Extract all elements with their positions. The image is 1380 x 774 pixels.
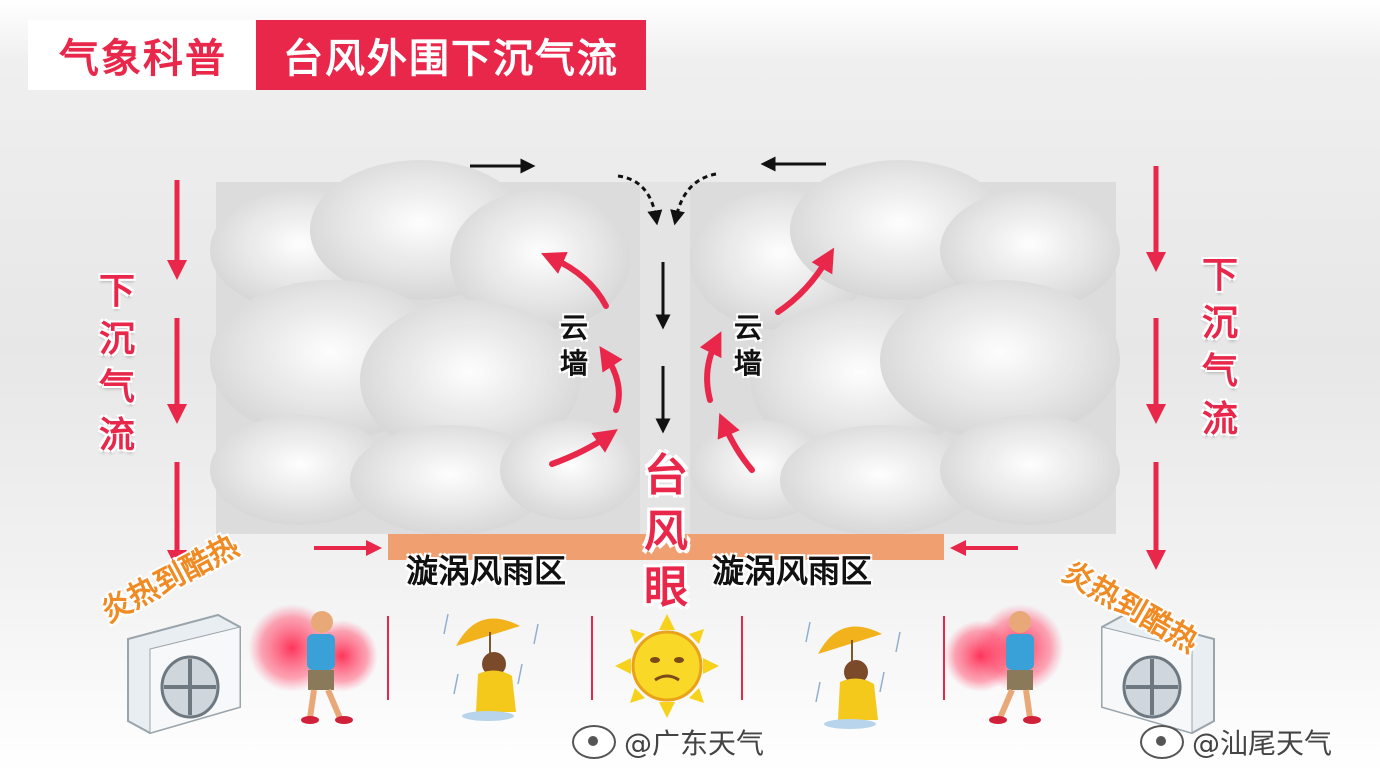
air-conditioner-right xyxy=(1101,613,1215,735)
section-dividers xyxy=(387,616,945,700)
rain-child-right xyxy=(805,621,901,729)
downdraft-label-right: 下 沉 气 流 xyxy=(1201,255,1238,440)
watermark-left: @广东天气 xyxy=(572,722,764,762)
cloud-wall-updraft-arrows xyxy=(541,247,835,473)
cloud-wall-label-left: 云 墙 xyxy=(559,311,588,380)
rain-child-left xyxy=(443,613,539,721)
sun-icon xyxy=(615,614,719,718)
page-title: 台风外围下沉气流 xyxy=(256,20,646,90)
hot-person-right xyxy=(944,604,1064,724)
downdraft-label-left: 下 沉 气 流 xyxy=(98,271,135,456)
cloud-wall-label-right: 云 墙 xyxy=(733,311,762,380)
hot-person-left xyxy=(248,604,378,724)
title-prefix: 气象科普 xyxy=(28,20,258,90)
weibo-icon xyxy=(572,725,616,759)
vortex-band xyxy=(388,534,944,560)
downdraft-arrows xyxy=(167,166,1166,570)
watermark-right: @汕尾天气 xyxy=(1140,722,1332,762)
vortex-label-left: 漩涡风雨区 xyxy=(406,552,567,590)
weibo-icon xyxy=(1140,725,1184,759)
typhoon-eye-label: 台 风 眼 xyxy=(644,450,688,613)
top-inflow-arrows xyxy=(470,156,826,434)
cloud-mass xyxy=(210,160,1120,535)
vortex-label-right: 漩涡风雨区 xyxy=(712,552,873,590)
air-conditioner-left xyxy=(127,613,241,735)
